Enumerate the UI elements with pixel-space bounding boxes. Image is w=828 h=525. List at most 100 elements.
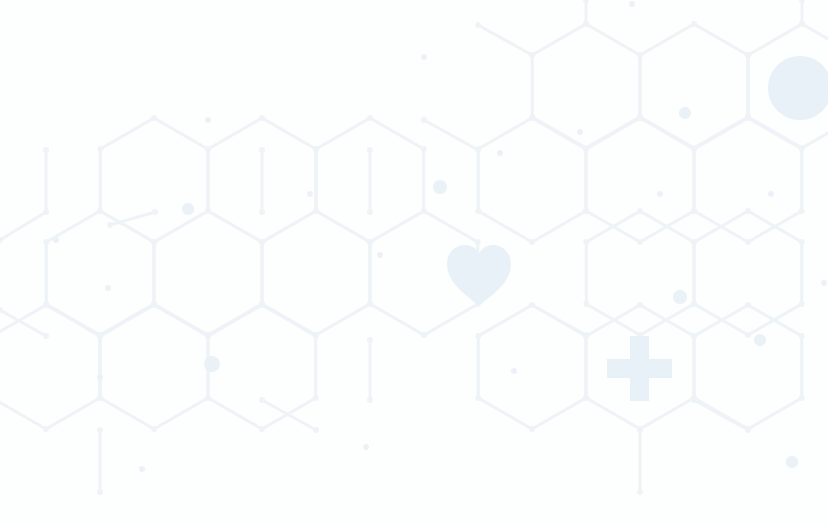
- network-node: [312, 333, 319, 339]
- floating-dot: [53, 237, 59, 243]
- floating-dot: [657, 191, 663, 197]
- network-node: [474, 239, 481, 245]
- floating-dot: [754, 334, 766, 346]
- hexagon-outline: [260, 209, 372, 337]
- network-node: [691, 301, 698, 307]
- network-node: [151, 426, 157, 432]
- network-node: [367, 301, 374, 307]
- network-node: [259, 209, 265, 215]
- floating-dot: [307, 191, 313, 197]
- network-node: [637, 427, 643, 433]
- network-node: [420, 208, 427, 214]
- network-node: [313, 208, 320, 214]
- network-node: [799, 21, 805, 27]
- floating-dot: [673, 290, 687, 304]
- network-node: [475, 333, 482, 339]
- network-node: [96, 333, 103, 339]
- network-node: [43, 302, 49, 308]
- network-node: [745, 114, 752, 120]
- network-node: [0, 307, 3, 313]
- network-node: [583, 21, 589, 27]
- floating-dot: [577, 129, 583, 135]
- network-node: [43, 147, 49, 153]
- circle-icon: [768, 56, 828, 120]
- hexagon-outline: [44, 209, 156, 337]
- network-node: [259, 426, 265, 432]
- network-node: [583, 332, 589, 338]
- hexagon-outline: [206, 303, 318, 431]
- network-node: [798, 208, 805, 214]
- network-node: [798, 395, 805, 401]
- network-node: [367, 337, 373, 343]
- network-node: [745, 52, 752, 58]
- network-node: [421, 117, 427, 123]
- network-node: [313, 427, 319, 433]
- network-node: [43, 239, 50, 245]
- network-link: [0, 308, 48, 338]
- network-node: [367, 239, 373, 245]
- network-node: [97, 146, 104, 152]
- floating-dot: [821, 280, 827, 286]
- network-link: [692, 398, 750, 432]
- network-node: [745, 239, 751, 245]
- network-node: [691, 397, 697, 403]
- network-node: [97, 427, 103, 433]
- network-node: [151, 302, 157, 308]
- hexagon-outline: [476, 303, 588, 431]
- network-node: [421, 332, 427, 338]
- network-node: [475, 395, 482, 401]
- network-node: [205, 333, 212, 339]
- network-node: [97, 489, 103, 495]
- hexagon-outline: [692, 116, 804, 244]
- network-node: [151, 115, 157, 121]
- floating-dot: [511, 368, 517, 374]
- network-node: [691, 145, 697, 151]
- network-node: [259, 239, 265, 245]
- network-node: [745, 208, 751, 214]
- network-link: [0, 210, 48, 242]
- network-node: [529, 114, 536, 120]
- network-node: [637, 489, 643, 495]
- hexagon-outline: [152, 209, 264, 337]
- network-node: [583, 301, 590, 307]
- network-node: [529, 302, 535, 308]
- network-node: [637, 208, 643, 214]
- network-node: [583, 239, 590, 245]
- network-node: [798, 239, 805, 245]
- network-node: [205, 208, 212, 214]
- network-node: [97, 208, 104, 214]
- network-node: [745, 332, 751, 338]
- network-node: [637, 114, 644, 120]
- network-node: [43, 426, 49, 432]
- network-link: [530, 303, 588, 337]
- floating-dot: [497, 150, 503, 156]
- network-node: [152, 209, 158, 215]
- floating-dot: [363, 444, 369, 450]
- network-node: [745, 302, 751, 308]
- floating-dot: [182, 203, 194, 215]
- network-node: [96, 395, 103, 401]
- network-node: [475, 208, 482, 214]
- network-node: [798, 301, 805, 307]
- network-node: [367, 397, 373, 403]
- network-node: [637, 239, 643, 245]
- network-node: [313, 146, 320, 152]
- network-node: [107, 222, 113, 228]
- network-node: [0, 237, 3, 243]
- network-node: [420, 146, 427, 152]
- hexagon-outline: [530, 22, 642, 150]
- network-node: [529, 426, 535, 432]
- hexagon-outline: [0, 303, 102, 431]
- floating-dot: [97, 374, 103, 380]
- heart-icon: [447, 245, 511, 306]
- network-node: [475, 22, 481, 28]
- network-node: [259, 397, 265, 403]
- network-node: [529, 52, 535, 58]
- network-link: [476, 23, 534, 57]
- network-node: [475, 147, 481, 153]
- hexagon-outline: [692, 209, 804, 337]
- floating-dot: [205, 117, 211, 123]
- network-node: [367, 147, 373, 153]
- network-node: [691, 208, 698, 214]
